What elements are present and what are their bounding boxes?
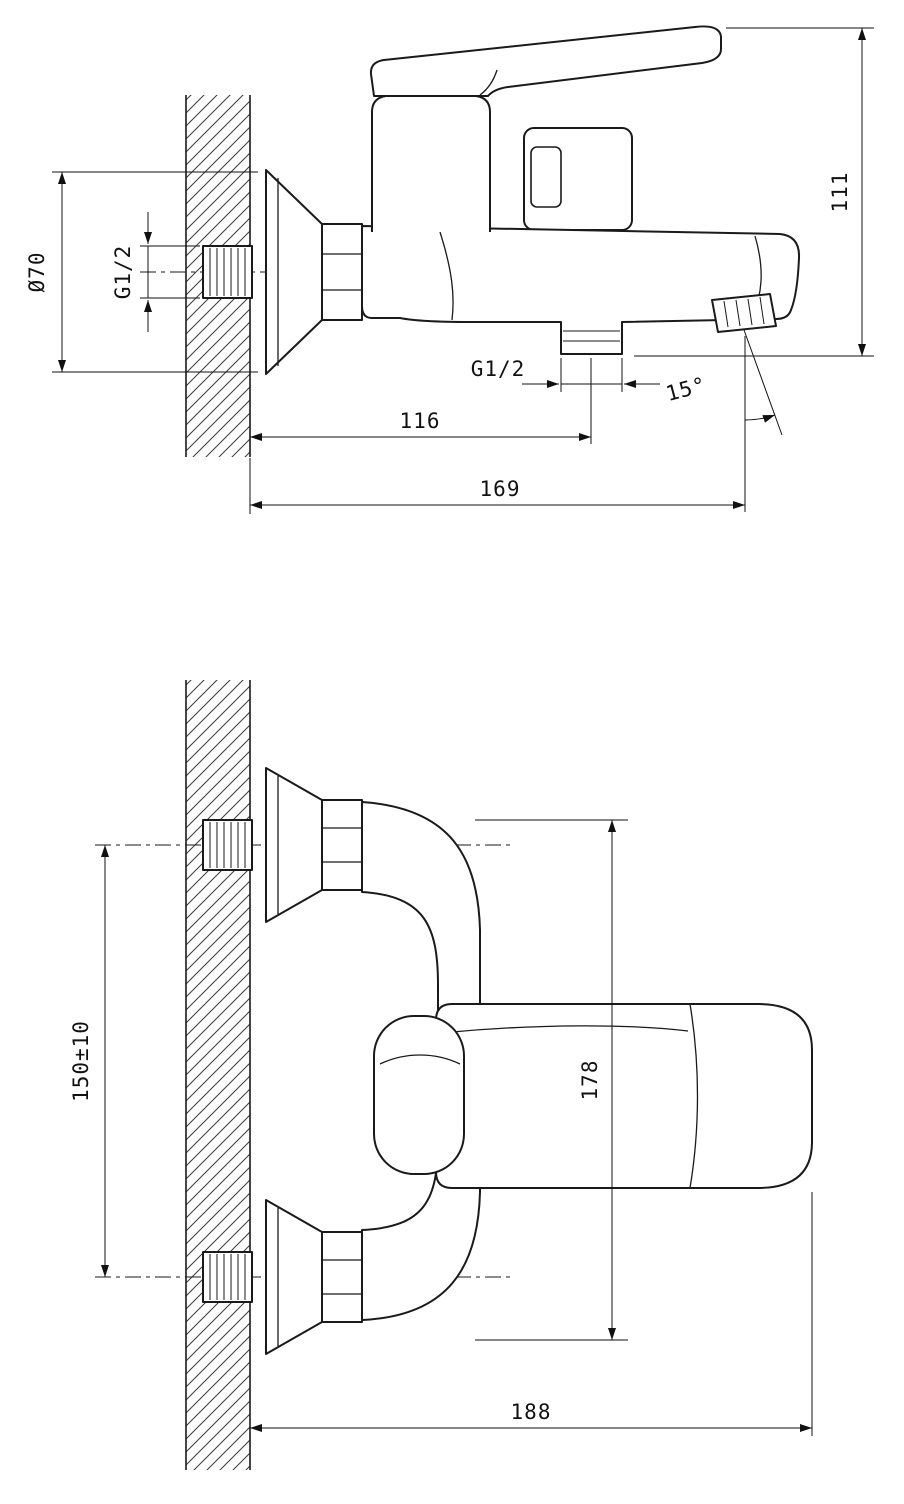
dim-wall-to-outlet-label: 116 (400, 409, 441, 433)
supply-pipe-bottom (202, 1251, 253, 1303)
handle-front (373, 1015, 465, 1175)
faucet-body (361, 225, 801, 355)
outlet-thread-lines (563, 330, 620, 342)
side-view: Ø70 G1/2 111 G1/2 116 (25, 25, 874, 514)
eccentric-cone-bottom (265, 1199, 323, 1355)
coupling-nut (321, 223, 363, 321)
front-view-dimensions: 150±10 178 188 (69, 819, 813, 1436)
dim-inlet-thread-label: G1/2 (111, 245, 135, 300)
coupling-nut-top (321, 799, 363, 891)
eccentric-cone-top (265, 767, 323, 923)
thread-lines (209, 1254, 246, 1300)
eccentric-cone (265, 169, 323, 375)
faucet-neck (361, 801, 481, 1321)
dim-flange-diameter-label: Ø70 (25, 252, 49, 293)
coupling-nut-bottom (321, 1231, 363, 1323)
dim-outlet-thread-label: G1/2 (471, 357, 526, 381)
dim-wall-to-spout-end-label: 169 (480, 477, 521, 501)
wall-section (185, 680, 251, 1470)
side-view-dimensions: Ø70 G1/2 111 G1/2 116 (25, 27, 874, 514)
faucet-body-front (435, 1003, 813, 1189)
thread-lines (209, 248, 246, 296)
supply-pipe (202, 245, 253, 299)
dim-inlet-spacing-label: 150±10 (69, 1020, 93, 1102)
dim-overall-height-label: 111 (828, 172, 852, 213)
cartridge-housing (371, 95, 491, 232)
diverter-box (523, 127, 633, 231)
aerator-thread-lines (723, 296, 765, 328)
thread-lines (209, 822, 246, 868)
front-view: 150±10 178 188 (69, 680, 813, 1470)
handle-lever (369, 25, 722, 97)
supply-pipe-top (202, 819, 253, 871)
aerator (711, 293, 777, 333)
dim-body-height-label: 178 (578, 1060, 602, 1101)
dim-outlet-angle-label: 15° (663, 372, 709, 406)
dim-body-width-label: 188 (511, 1400, 552, 1424)
